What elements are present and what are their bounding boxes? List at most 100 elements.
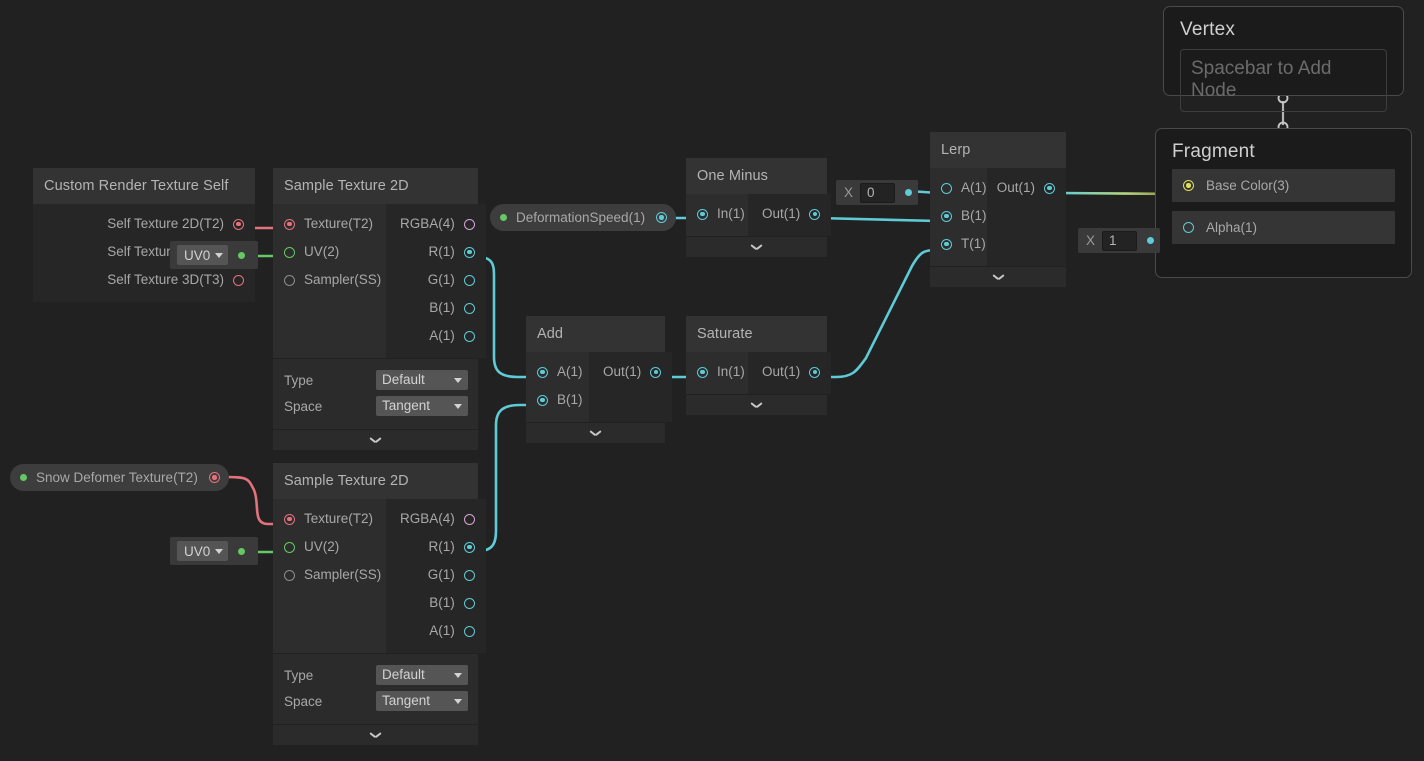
node-collapse-toggle[interactable]	[930, 266, 1066, 287]
setting-type[interactable]: Type Default	[273, 663, 478, 687]
node-lerp[interactable]: Lerp A(1) B(1) T(1) Out(1)	[930, 132, 1066, 287]
property-snow-deformer-texture[interactable]: Snow Defomer Texture(T2)	[10, 464, 229, 491]
port-b[interactable]: B(1)	[415, 294, 486, 322]
node-saturate[interactable]: Saturate In(1) Out(1)	[686, 316, 832, 415]
port-dot-cyan[interactable]	[650, 366, 662, 378]
port-a[interactable]: A(1)	[415, 617, 486, 645]
port-texture[interactable]: Texture(T2)	[273, 210, 386, 238]
port-dot-cyan[interactable]	[697, 366, 708, 378]
port-out[interactable]: Out(1)	[748, 358, 831, 386]
property-output-dot[interactable]	[656, 212, 668, 223]
fragment-slot-alpha[interactable]: Alpha(1)	[1172, 211, 1395, 244]
node-add[interactable]: Add A(1) B(1) Out(1)	[526, 316, 673, 443]
setting-dropdown[interactable]: Tangent	[376, 691, 468, 711]
port-dot-cyan[interactable]	[463, 246, 475, 258]
port-dot-cyan[interactable]	[463, 541, 475, 553]
port-g[interactable]: G(1)	[414, 561, 486, 589]
node-collapse-toggle[interactable]	[273, 429, 478, 450]
port-dot-grey[interactable]	[284, 274, 295, 286]
fragment-slot-base-color[interactable]: Base Color(3)	[1172, 169, 1395, 202]
setting-dropdown[interactable]: Default	[376, 665, 468, 685]
setting-space[interactable]: Space Tangent	[273, 394, 478, 418]
port-uv[interactable]: UV(2)	[273, 533, 386, 561]
node-sample-texture-2d-top[interactable]: Sample Texture 2D Texture(T2) UV(2) Samp…	[273, 168, 486, 450]
lerp-a-value-input[interactable]: 0	[860, 182, 895, 203]
port-dot-cyan[interactable]	[537, 366, 548, 378]
port-dot-cyan[interactable]	[463, 569, 475, 581]
fragment-alpha-value-input[interactable]: 1	[1102, 230, 1137, 251]
setting-dropdown[interactable]: Tangent	[376, 396, 468, 416]
port-dot-grey[interactable]	[284, 569, 295, 581]
uv-slot-connector-dot[interactable]	[238, 547, 246, 555]
property-deformation-speed[interactable]: DeformationSpeed(1)	[490, 204, 677, 231]
port-out[interactable]: Out(1)	[589, 358, 672, 386]
setting-dropdown[interactable]: Default	[376, 370, 468, 390]
port-dot-green[interactable]	[284, 541, 295, 553]
port-dot-yellow[interactable]	[1183, 180, 1194, 191]
port-dot-red[interactable]	[233, 274, 244, 286]
port-dot-green[interactable]	[284, 246, 295, 258]
port-sampler[interactable]: Sampler(SS)	[273, 266, 386, 294]
node-collapse-toggle[interactable]	[686, 394, 827, 415]
port-a[interactable]: A(1)	[415, 322, 486, 350]
setting-space[interactable]: Space Tangent	[273, 689, 478, 713]
port-a[interactable]: A(1)	[930, 174, 987, 202]
uv-slot-connector-dot[interactable]	[238, 251, 246, 259]
port-out[interactable]: Out(1)	[748, 200, 831, 228]
master-node-vertex[interactable]: Vertex Spacebar to Add Node	[1163, 6, 1404, 112]
node-collapse-toggle[interactable]	[526, 422, 665, 443]
vertex-add-node-hint[interactable]: Spacebar to Add Node	[1180, 49, 1387, 112]
port-dot-pink[interactable]	[463, 513, 475, 525]
port-self-texture-2d[interactable]: Self Texture 2D(T2)	[93, 210, 255, 238]
port-in[interactable]: In(1)	[686, 200, 748, 228]
node-custom-render-texture-self[interactable]: Custom Render Texture Self Self Texture …	[33, 168, 255, 302]
port-dot-cyan[interactable]	[463, 274, 475, 286]
fragment-alpha-value-slot[interactable]: X 1	[1078, 228, 1160, 253]
port-dot-cyan[interactable]	[941, 210, 952, 222]
port-r[interactable]: R(1)	[415, 238, 486, 266]
port-dot-cyan[interactable]	[809, 208, 821, 220]
port-self-texture-3d[interactable]: Self Texture 3D(T3)	[93, 266, 255, 294]
uv-slot-top[interactable]: UV0	[170, 241, 258, 269]
setting-type[interactable]: Type Default	[273, 368, 478, 392]
port-dot-cyan[interactable]	[463, 330, 475, 342]
port-dot-cyan[interactable]	[1183, 222, 1194, 233]
port-out[interactable]: Out(1)	[991, 174, 1066, 202]
master-node-fragment[interactable]: Fragment Base Color(3) Alpha(1)	[1155, 128, 1412, 278]
port-dot-cyan[interactable]	[697, 208, 708, 220]
node-collapse-toggle[interactable]	[686, 236, 827, 257]
port-dot-red[interactable]	[284, 513, 295, 525]
port-dot-red[interactable]	[233, 218, 244, 230]
port-dot-cyan[interactable]	[463, 302, 475, 314]
uv-dropdown-top[interactable]: UV0	[177, 245, 229, 265]
port-uv[interactable]: UV(2)	[273, 238, 386, 266]
port-b[interactable]: B(1)	[526, 386, 589, 414]
port-rgba[interactable]: RGBA(4)	[386, 210, 486, 238]
port-g[interactable]: G(1)	[414, 266, 486, 294]
port-dot-cyan[interactable]	[941, 238, 952, 250]
uv-slot-bottom[interactable]: UV0	[170, 537, 258, 565]
port-dot-red[interactable]	[284, 218, 295, 230]
port-b[interactable]: B(1)	[415, 589, 486, 617]
node-collapse-toggle[interactable]	[273, 724, 478, 745]
port-dot-cyan[interactable]	[537, 394, 548, 406]
port-dot-pink[interactable]	[463, 218, 475, 230]
port-a[interactable]: A(1)	[526, 358, 589, 386]
uv-dropdown-bottom[interactable]: UV0	[177, 541, 229, 561]
lerp-a-value-slot[interactable]: X 0	[836, 180, 918, 205]
port-b[interactable]: B(1)	[930, 202, 987, 230]
port-dot-cyan[interactable]	[941, 182, 952, 194]
port-t[interactable]: T(1)	[930, 230, 987, 258]
port-sampler[interactable]: Sampler(SS)	[273, 561, 386, 589]
port-dot-cyan[interactable]	[1044, 182, 1055, 194]
port-dot-cyan[interactable]	[809, 366, 821, 378]
port-rgba[interactable]: RGBA(4)	[386, 505, 486, 533]
slot-connector-dot[interactable]	[1147, 237, 1154, 244]
node-sample-texture-2d-bottom[interactable]: Sample Texture 2D Texture(T2) UV(2) Samp…	[273, 463, 486, 745]
slot-connector-dot[interactable]	[905, 189, 912, 196]
property-output-dot[interactable]	[208, 472, 220, 483]
port-dot-cyan[interactable]	[463, 597, 475, 609]
port-in[interactable]: In(1)	[686, 358, 748, 386]
node-one-minus[interactable]: One Minus In(1) Out(1)	[686, 158, 832, 257]
